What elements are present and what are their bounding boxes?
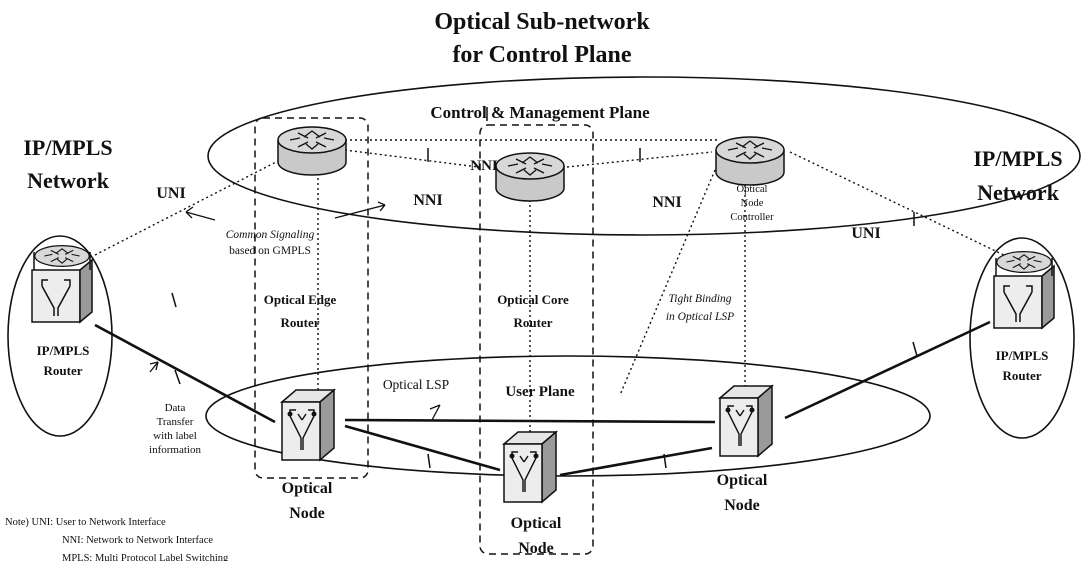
node-controller-line3: Controller [730,212,774,223]
optical-switch-right-icon [719,385,773,457]
core-router-line1: Optical Core [497,292,569,307]
core-router-line2: Router [514,315,553,330]
optical-switch-left-icon [281,389,335,461]
common-signaling-line2: based on GMPLS [229,245,311,257]
note-line2: NNI: Network to Network Interface [62,535,213,546]
tight-binding-line1: Tight Binding [669,293,732,305]
left-router-icon [31,245,93,323]
node-controller-router-icon [716,137,784,185]
edge-control-router-icon [278,127,346,175]
tight-binding-line2: in Optical LSP [666,311,734,323]
right-uni-label: UNI [851,225,880,242]
title-line1: Optical Sub-network [434,9,650,35]
edge-router-line2: Router [281,315,320,330]
left-network-line1: IP/MPLS [23,135,112,160]
data-transfer-line1: Data [165,402,186,414]
right-router-line2: Router [1003,368,1042,383]
node-controller-line1: Optical [737,184,768,195]
control-plane-ellipse [207,76,1081,236]
optical-node-left-line2: Node [289,505,325,522]
right-network-line1: IP/MPLS [973,146,1062,171]
user-plane-label: User Plane [505,384,575,400]
right-network-ellipse [969,237,1075,439]
optical-node-right-line2: Node [724,497,760,514]
control-plane-label: Control & Management Plane [430,103,650,122]
right-router-icon [993,251,1055,329]
left-router-line1: IP/MPLS [37,343,90,358]
control-links [94,139,1011,440]
title-line2: for Control Plane [452,42,631,68]
optical-node-right-line1: Optical [717,472,768,489]
optical-lsp-links [94,320,991,477]
nni-left-label: NNI [413,192,442,209]
data-transfer-line4: information [149,444,201,456]
note-line1: Note) UNI: User to Network Interface [5,517,166,528]
left-uni-label: UNI [156,185,185,202]
left-network-ellipse [7,235,113,437]
interface-ticks [171,107,918,469]
left-router-line2: Router [44,363,83,378]
optical-node-center-line2: Node [518,540,554,557]
optical-switch-center-icon [503,431,557,503]
optical-node-left-line1: Optical [282,480,333,497]
common-signaling-line1: Common Signaling [226,229,315,241]
right-router-line1: IP/MPLS [996,348,1049,363]
edge-router-line1: Optical Edge [264,292,337,307]
node-controller-line2: Node [741,198,764,209]
left-network-line2: Network [27,168,110,193]
data-transfer-line2: Transfer [157,416,194,428]
user-plane-ellipse [205,355,931,477]
nni-top-label: NNI [470,158,498,174]
right-network-line2: Network [977,180,1060,205]
optical-node-center-line1: Optical [511,515,562,532]
optical-lsp-label: Optical LSP [383,377,449,392]
nni-right-label: NNI [652,194,681,211]
edge-router-box [254,117,369,479]
data-transfer-line3: with label [153,430,197,442]
note-line3: MPLS: Multi Protocol Label Switching [62,553,229,561]
core-control-router-icon [496,153,564,201]
core-router-box [479,124,594,555]
